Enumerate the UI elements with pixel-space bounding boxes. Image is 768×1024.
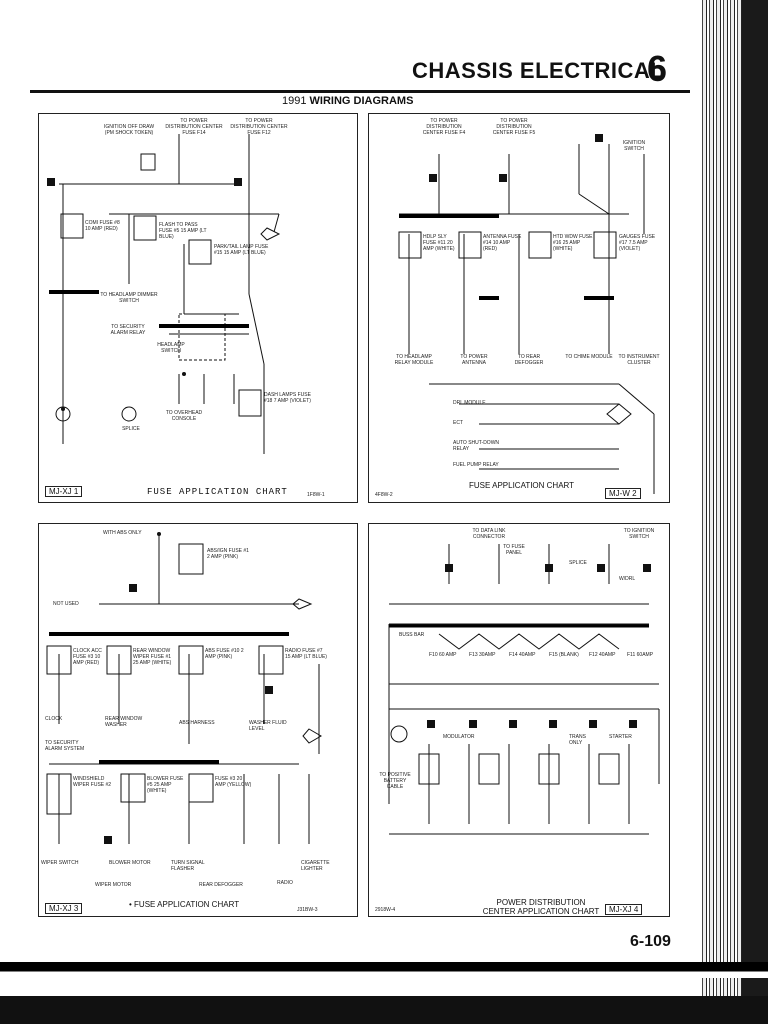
subtitle-text: WIRING DIAGRAMS bbox=[309, 95, 414, 107]
panel-caption: POWER DISTRIBUTION CENTER APPLICATION CH… bbox=[482, 898, 600, 916]
fuse-label: FLASH TO PASS FUSE #5 15 AMP (LT BLUE) bbox=[159, 222, 207, 240]
note-label: FUEL PUMP RELAY bbox=[453, 462, 499, 468]
fuse-label: ABS/IGN FUSE #1 2 AMP (PINK) bbox=[207, 548, 249, 560]
header-rule bbox=[30, 90, 690, 93]
note-label: CIGARETTE LIGHTER bbox=[301, 860, 330, 872]
fuse-label: HDLP SLY FUSE #11 20 AMP (WHITE) bbox=[423, 234, 455, 252]
note-label: TO POWER DISTRIBUTION CENTER FUSE F12 bbox=[230, 118, 288, 136]
note-label: TO REAR DEFOGGER bbox=[514, 354, 544, 366]
fuse-label: DASH LAMPS FUSE #18 7 AMP (VIOLET) bbox=[264, 392, 311, 404]
note-label: TO HEADLAMP DIMMER SWITCH bbox=[100, 292, 158, 304]
note-label: AUTO SHUT-DOWN RELAY bbox=[453, 440, 500, 452]
bottom-scan-edge bbox=[0, 996, 768, 1024]
panel-tag: MJ-XJ 4 bbox=[605, 904, 643, 915]
note-label: IGNITION OFF DRAW (PM SHOCK TOKEN) bbox=[103, 124, 155, 136]
note-label: CLOCK bbox=[45, 716, 63, 722]
panel-caption-text: FUSE APPLICATION CHART bbox=[134, 900, 240, 909]
panel-code: 1F8W-1 bbox=[307, 492, 325, 498]
page-number: 6-109 bbox=[630, 933, 671, 950]
panel-tag: MJ-XJ 3 bbox=[45, 903, 83, 914]
note-label: BUSS BAR bbox=[399, 632, 425, 638]
note-label: TO SECURITY ALARM SYSTEM bbox=[45, 740, 85, 752]
note-label: BLOWER MOTOR bbox=[109, 860, 151, 866]
panel-caption: FUSE APPLICATION CHART bbox=[469, 481, 575, 490]
fuse-label: F13 30AMP bbox=[469, 652, 496, 658]
fuse-label: WINDSHIELD WIPER FUSE #2 bbox=[73, 776, 112, 788]
note-label: TO POSITIVE BATTERY CABLE bbox=[379, 772, 411, 790]
wiring-diagram-3 bbox=[46, 532, 322, 844]
fuse-label: BLOWER FUSE #5 25 AMP (WHITE) bbox=[147, 776, 184, 794]
note-label: WITH ABS ONLY bbox=[103, 530, 142, 536]
panel-code: J31BW-3 bbox=[297, 907, 318, 913]
panel-mj-xj-1: COMI FUSE #8 10 AMP (RED) FLASH TO PASS … bbox=[38, 113, 358, 503]
note-label: TO SECURITY ALARM RELAY bbox=[110, 324, 146, 336]
fuse-label: F15 (BLANK) bbox=[549, 652, 579, 658]
note-label: W/DRL bbox=[619, 576, 636, 582]
panel-mj-xj-4: F10 60 AMP F13 30AMP F14 40AMP F15 (BLAN… bbox=[368, 523, 670, 917]
note-label: TO HEADLAMP RELAY MODULE bbox=[394, 354, 434, 366]
fuse-label: F10 60 AMP bbox=[429, 652, 457, 658]
note-label: RADIO bbox=[277, 880, 293, 886]
note-label: SPLICE bbox=[122, 426, 140, 432]
fuse-label: REAR WINDOW WIPER FUSE #1 25 AMP (WHITE) bbox=[133, 648, 172, 666]
panel-code: 4F8W-2 bbox=[375, 492, 393, 498]
panel-tag: MJ-XJ 1 bbox=[45, 486, 83, 497]
subtitle-year: 1991 bbox=[282, 95, 307, 107]
panel-caption: FUSE APPLICATION CHART bbox=[147, 487, 288, 497]
wiring-diagram-1 bbox=[47, 134, 281, 454]
wiring-diagram-2 bbox=[398, 134, 655, 494]
wiring-diagram-4 bbox=[388, 544, 660, 835]
panel-mj-w-2: HDLP SLY FUSE #11 20 AMP (WHITE) ANTENNA… bbox=[368, 113, 670, 503]
note-label: REAR WINDOW WASHER bbox=[105, 716, 143, 728]
fuse-label: HTD WDW FUSE #16 25 AMP (WHITE) bbox=[553, 234, 593, 252]
page-edge-dark bbox=[742, 0, 768, 1024]
panel-tag: MJ-W 2 bbox=[605, 488, 641, 499]
note-label: NOT USED bbox=[53, 601, 79, 607]
note-label: WASHER FLUID LEVEL bbox=[249, 720, 287, 732]
note-label: WIPER MOTOR bbox=[95, 882, 132, 888]
fuse-label: FUSE #3 20 AMP (YELLOW) bbox=[215, 776, 252, 788]
fuse-label: RADIO FUSE #7 15 AMP (LT BLUE) bbox=[285, 648, 327, 660]
section-number: 6 bbox=[647, 48, 668, 89]
note-label: TURN SIGNAL FLASHER bbox=[171, 860, 205, 872]
note-label: TRANS ONLY bbox=[569, 734, 586, 746]
fuse-label: F11 60AMP bbox=[627, 652, 654, 658]
note-label: HEADLAMP SWITCH bbox=[157, 342, 185, 354]
note-label: ECT bbox=[453, 420, 463, 426]
note-label: TO OVERHEAD CONSOLE bbox=[165, 410, 203, 422]
fuse-label: F12 40AMP bbox=[589, 652, 616, 658]
panel-mj-xj-3: WITH ABS ONLY ABS/IGN FUSE #1 2 AMP (PIN… bbox=[38, 523, 358, 917]
note-label: TO FUSE PANEL bbox=[503, 544, 525, 556]
note-label: ABS HARNESS bbox=[179, 720, 215, 726]
note-label: DRL MODULE bbox=[453, 400, 486, 406]
bottom-border bbox=[0, 962, 768, 978]
fuse-label: GAUGES FUSE #17 7.5 AMP (VIOLET) bbox=[619, 234, 656, 252]
note-label: TO POWER ANTENNA bbox=[460, 354, 488, 366]
note-label: TO POWER DISTRIBUTION CENTER FUSE F14 bbox=[165, 118, 223, 136]
note-label: TO CHIME MODULE bbox=[565, 354, 613, 360]
note-label: IGNITION SWITCH bbox=[622, 140, 646, 152]
note-label: REAR DEFOGGER bbox=[199, 882, 243, 888]
note-label: STARTER bbox=[609, 734, 632, 740]
panel-caption: • FUSE APPLICATION CHART bbox=[129, 900, 240, 909]
note-label: TO INSTRUMENT CLUSTER bbox=[618, 354, 660, 366]
note-label: MODULATOR bbox=[443, 734, 475, 740]
fuse-label: PARK/TAIL LAMP FUSE #15 15 AMP (LT BLUE) bbox=[214, 244, 269, 256]
page-subtitle: 1991 WIRING DIAGRAMS bbox=[282, 95, 413, 107]
note-label: TO DATA LINK CONNECTOR bbox=[472, 528, 506, 540]
note-label: TO POWER DISTRIBUTION CENTER FUSE F4 bbox=[422, 118, 466, 136]
note-label: WIPER SWITCH bbox=[41, 860, 79, 866]
note-label: SPLICE bbox=[569, 560, 587, 566]
note-label: TO IGNITION SWITCH bbox=[623, 528, 655, 540]
fuse-label: ANTENNA FUSE #14 10 AMP (RED) bbox=[483, 234, 522, 252]
fuse-label: F14 40AMP bbox=[509, 652, 536, 658]
panel-code: 2918W-4 bbox=[375, 907, 396, 913]
note-label: TO POWER DISTRIBUTION CENTER FUSE F5 bbox=[492, 118, 536, 136]
page-title: CHASSIS ELECTRICAL bbox=[412, 58, 665, 83]
fuse-label: CLOCK ACC FUSE #3 10 AMP (RED) bbox=[73, 648, 102, 666]
fuse-label: COMI FUSE #8 10 AMP (RED) bbox=[85, 220, 120, 232]
fuse-label: ABS FUSE #10 2 AMP (PINK) bbox=[205, 648, 244, 660]
